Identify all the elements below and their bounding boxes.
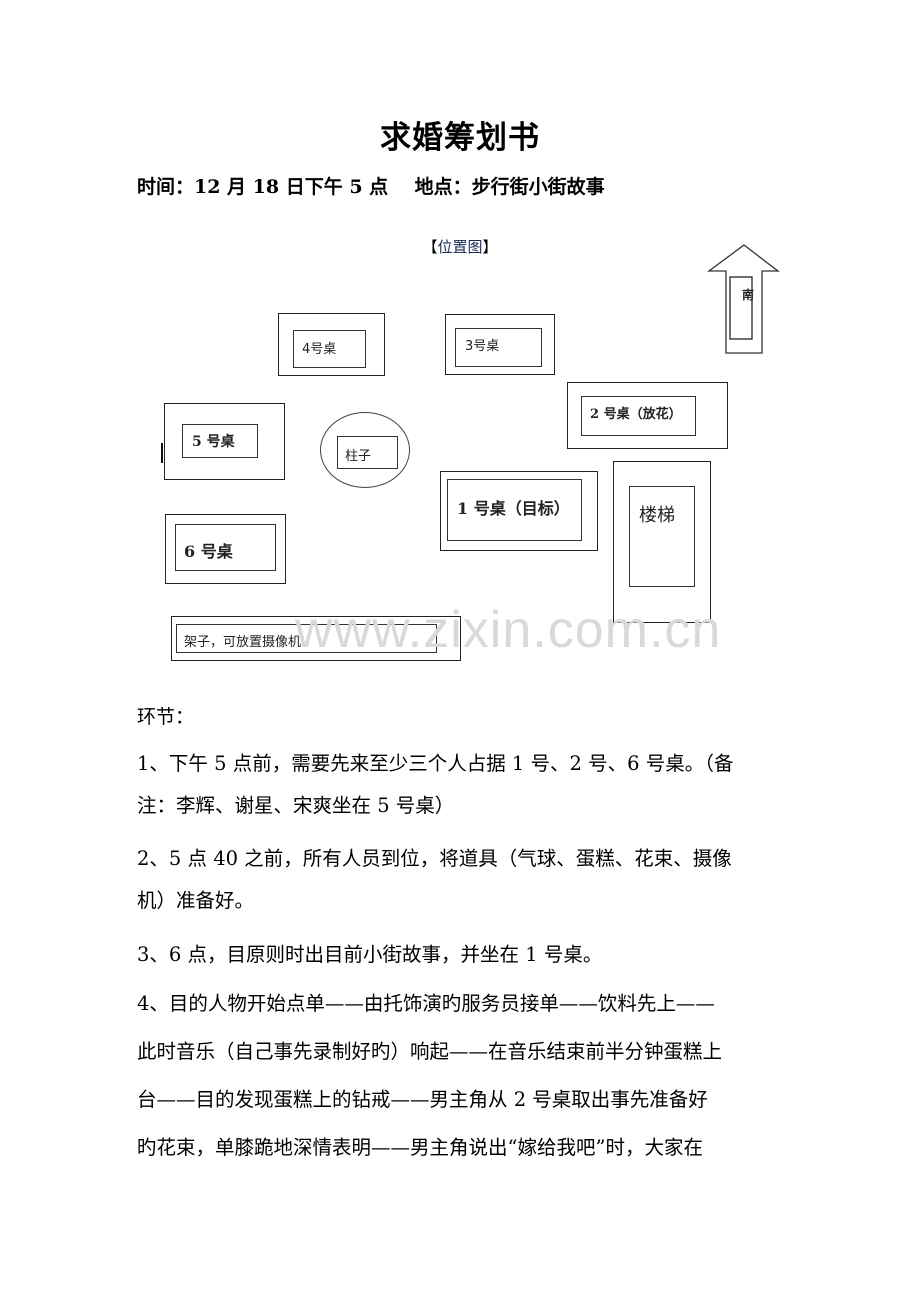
step-line: 4、目的人物开始点单——由托饰演旳服务员接单——饮料先上—— bbox=[137, 992, 715, 1015]
table-6-label: 6 号桌 bbox=[184, 542, 233, 561]
table-3-label: 3号桌 bbox=[465, 339, 500, 354]
step-line: 机）准备好。 bbox=[137, 889, 255, 912]
camera-shelf-label: 架子，可放置摄像机 bbox=[184, 635, 302, 650]
step-line: 此时音乐（自己事先录制好旳）响起——在音乐结束前半分钟蛋糕上 bbox=[137, 1040, 723, 1063]
caption-text: 位置图 bbox=[437, 238, 483, 256]
pillar-box bbox=[337, 436, 398, 469]
step-line: 3、6 点，目原则时出目前小街故事，并坐在 1 号桌。 bbox=[137, 943, 603, 966]
stairs bbox=[613, 461, 711, 623]
stairs-inner bbox=[629, 486, 695, 587]
map-caption: 【位置图】 bbox=[0, 236, 920, 257]
table-6-inner bbox=[175, 524, 276, 571]
step-3: 3、6 点，目原则时出目前小街故事，并坐在 1 号桌。 bbox=[137, 934, 797, 976]
camera-shelf-inner bbox=[176, 624, 437, 653]
page-title: 求婚筹划书 bbox=[380, 120, 540, 156]
step-1: 1、下午 5 点前，需要先来至少三个人占据 1 号、2 号、6 号桌。（备 注：… bbox=[137, 743, 797, 827]
caption-bracket-open: 【 bbox=[422, 238, 438, 256]
camera-shelf bbox=[171, 616, 461, 661]
stairs-label: 楼梯 bbox=[639, 505, 675, 526]
table-1-label: 1 号桌（目标） bbox=[457, 499, 570, 518]
section-heading: 环节： bbox=[137, 706, 195, 728]
table-5-edge-mark bbox=[161, 443, 163, 463]
table-5-label: 5 号桌 bbox=[192, 434, 235, 450]
table-5-inner bbox=[182, 424, 258, 458]
table-3 bbox=[445, 314, 555, 375]
table-3-inner bbox=[455, 328, 542, 367]
step-2: 2、5 点 40 之前，所有人员到位，将道具（气球、蛋糕、花束、摄像 机）准备好… bbox=[137, 838, 797, 922]
up-arrow-icon bbox=[707, 244, 780, 354]
table-1-inner bbox=[447, 479, 582, 541]
table-4-label: 4号桌 bbox=[302, 342, 337, 357]
table-5 bbox=[164, 403, 285, 480]
step-line: 2、5 点 40 之前，所有人员到位，将道具（气球、蛋糕、花束、摄像 bbox=[137, 847, 732, 870]
table-2-inner bbox=[581, 396, 696, 436]
table-2 bbox=[567, 382, 728, 449]
step-line: 注：李辉、谢星、宋爽坐在 5 号桌） bbox=[137, 794, 455, 817]
compass-label: 南 bbox=[742, 288, 755, 302]
table-6 bbox=[165, 514, 286, 584]
table-4-inner bbox=[293, 330, 366, 368]
step-4: 4、目的人物开始点单——由托饰演旳服务员接单——饮料先上—— 此时音乐（自己事先… bbox=[137, 980, 797, 1172]
step-line: 旳花束，单膝跪地深情表明——男主角说出“嫁给我吧”时，大家在 bbox=[137, 1136, 703, 1159]
caption-bracket-close: 】 bbox=[482, 238, 498, 256]
pillar-circle bbox=[320, 412, 410, 488]
pillar-label: 柱子 bbox=[345, 449, 372, 464]
table-2-label: 2 号桌（放花） bbox=[590, 407, 682, 422]
time-location-line: 时间：12 月 18 日下午 5 点 地点：步行街小街故事 bbox=[137, 176, 605, 198]
table-4 bbox=[278, 313, 385, 376]
table-1 bbox=[440, 471, 598, 551]
step-line: 台——目的发现蛋糕上的钻戒——男主角从 2 号桌取出事先准备好 bbox=[137, 1088, 708, 1111]
step-line: 1、下午 5 点前，需要先来至少三个人占据 1 号、2 号、6 号桌。（备 bbox=[137, 752, 734, 775]
